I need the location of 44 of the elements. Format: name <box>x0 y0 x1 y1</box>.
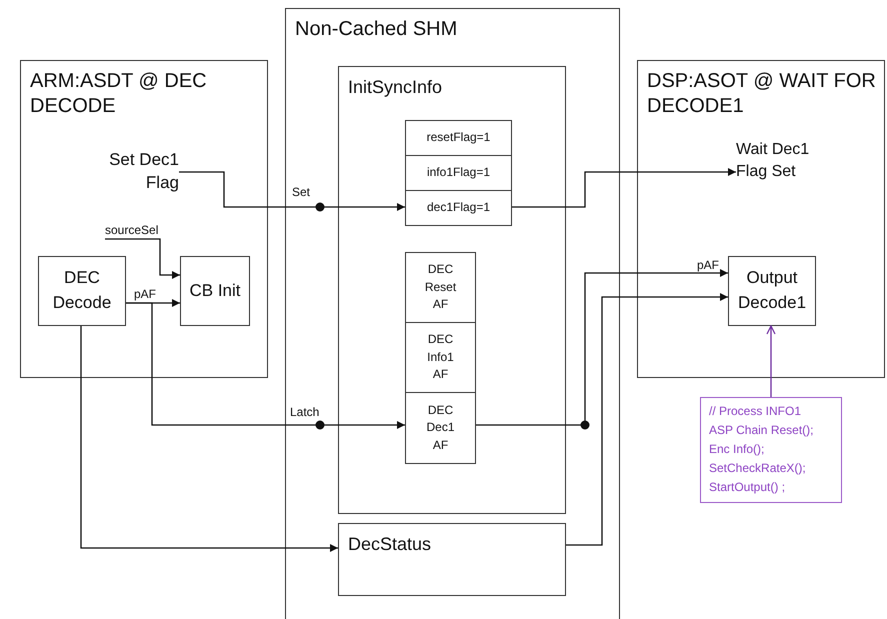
process-box <box>180 256 250 326</box>
code-note: // Process INFO1 ASP Chain Reset(); Enc Info(); SetCheckRateX(); StartOutput() ; <box>709 403 814 496</box>
arrow <box>105 238 180 279</box>
arrow <box>476 269 728 430</box>
note-box <box>700 397 842 503</box>
arrow <box>80 326 338 552</box>
arrow <box>512 168 736 208</box>
flag-text: sourceSel <box>105 222 165 238</box>
container-box <box>637 60 885 378</box>
container-box <box>338 66 566 514</box>
box-label: Output Decode1 <box>736 267 808 314</box>
process-box <box>728 256 816 326</box>
process-box <box>405 322 476 393</box>
edge-label: Set <box>291 185 312 199</box>
container-title: DSP:ASOT @ WAIT FOR DECODE1 <box>647 69 877 119</box>
container-title: Non-Cached SHM <box>295 17 458 42</box>
edge-label: pAF <box>696 258 720 272</box>
arrow <box>179 171 405 212</box>
process-box <box>405 190 512 226</box>
arrow <box>766 325 776 397</box>
container-box <box>338 523 566 596</box>
box-label: CB Init <box>189 280 241 302</box>
box-label: DEC Decode <box>52 267 112 314</box>
process-box <box>405 252 476 323</box>
process-box <box>405 392 476 464</box>
flag-text: Wait Dec1 Flag Set <box>736 139 814 182</box>
edge-label: pAF <box>133 287 158 301</box>
box-label: info1Flag=1 <box>426 164 490 182</box>
flag-text: Set Dec1 Flag <box>96 149 179 195</box>
process-box <box>405 120 512 156</box>
container-title: DecStatus <box>348 533 432 556</box>
box-label: DEC Info1 AF <box>426 331 455 384</box>
edge-label: Latch <box>289 405 320 419</box>
box-label: DEC Dec1 AF <box>425 402 456 454</box>
process-box <box>405 155 512 191</box>
box-label: resetFlag=1 <box>426 129 490 146</box>
container-title: ARM:ASDT @ DEC DECODE <box>30 69 208 119</box>
box-label: dec1Flag=1 <box>426 199 490 216</box>
container-title: InitSyncInfo <box>348 76 444 99</box>
container-box <box>20 60 268 378</box>
arrow <box>126 302 405 430</box>
box-label: DEC Reset AF <box>424 261 458 314</box>
process-box <box>38 256 126 326</box>
arrow <box>566 293 728 546</box>
